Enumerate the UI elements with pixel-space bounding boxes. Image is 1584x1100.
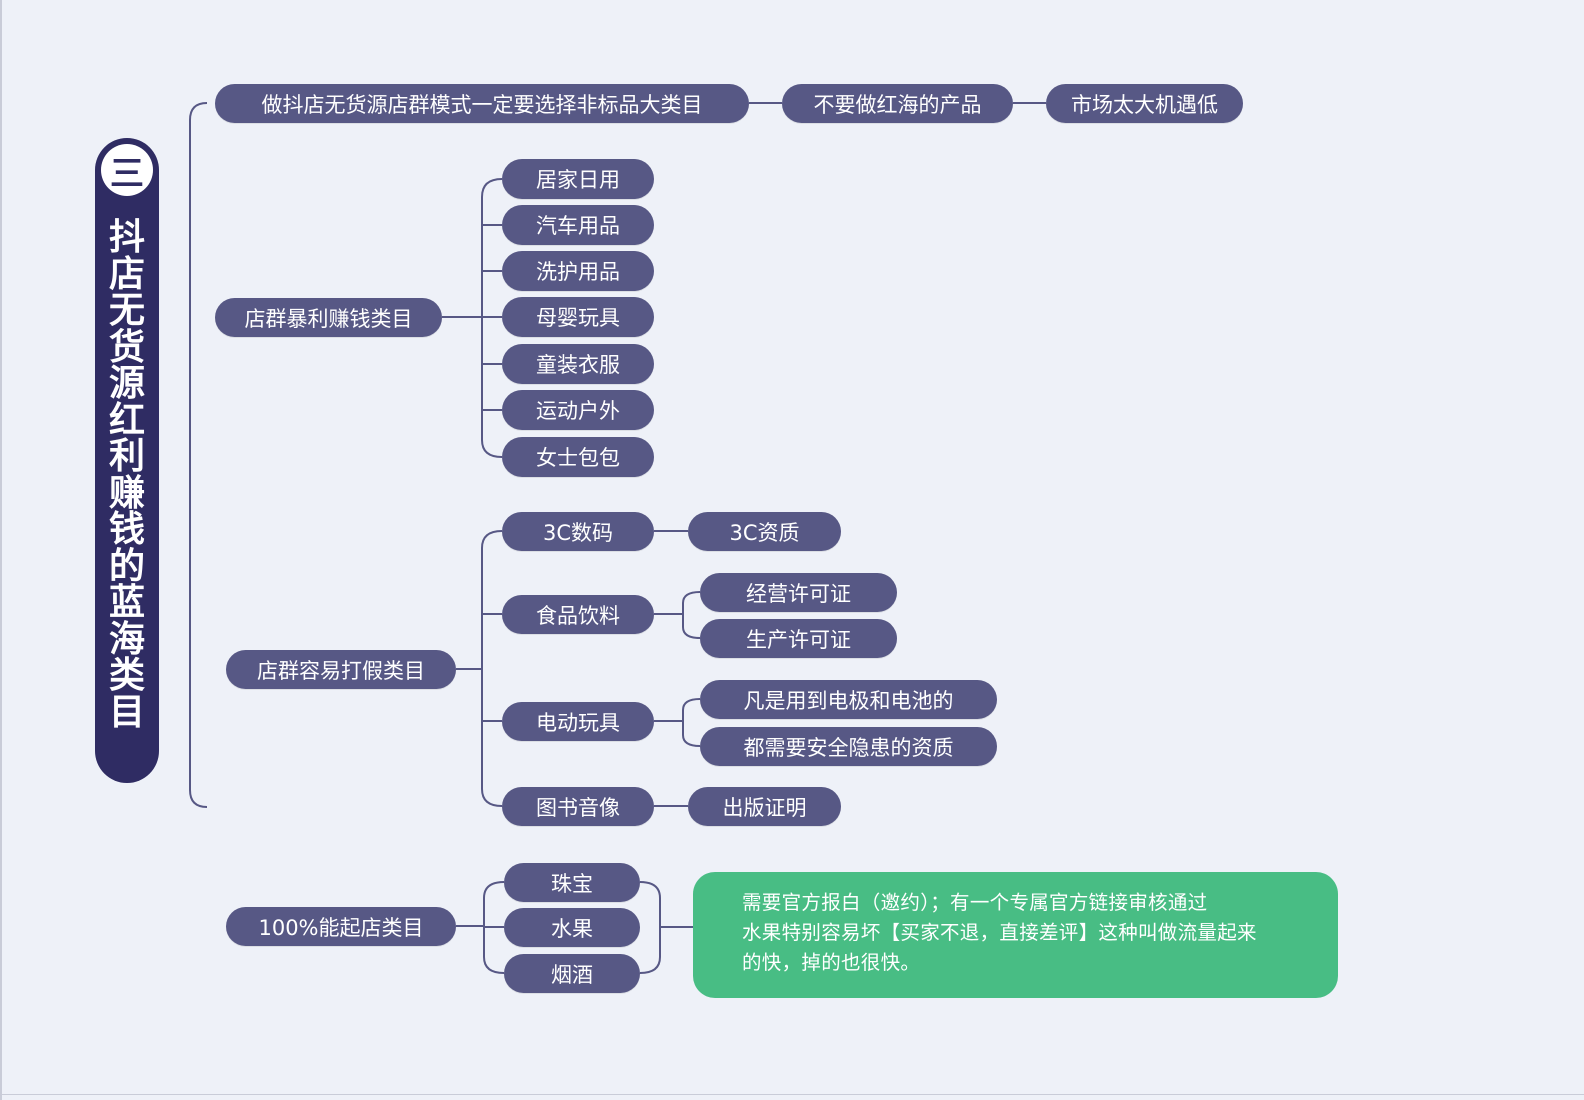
note-line-2: 水果特别容易坏【买家不退，直接差评】这种叫做流量起来 <box>742 921 1257 944</box>
sub-node-books-media: 图书音像 <box>502 787 654 826</box>
leaf-node-baby: 母婴玩具 <box>502 297 654 337</box>
leaf-node-handbags: 女士包包 <box>502 437 654 477</box>
leaf-node-tobacco-alcohol: 烟酒 <box>504 954 640 993</box>
leaf-node-fruit: 水果 <box>504 908 640 947</box>
branch-node-100-percent: 100%能起店类目 <box>226 907 456 946</box>
leaf-node-auto: 汽车用品 <box>502 205 654 245</box>
note-callout: 需要官方报白（邀约）；有一个专属官方链接审核通过 水果特别容易坏【买家不退，直接… <box>693 872 1338 998</box>
page-bottom-border <box>0 1094 1584 1095</box>
note-line-3: 的快，掉的也很快。 <box>742 951 921 974</box>
note-line-1: 需要官方报白（邀约）；有一个专属官方链接审核通过 <box>742 891 1208 914</box>
leaf-node-care: 洗护用品 <box>502 251 654 291</box>
leaf-node-red-ocean: 不要做红海的产品 <box>782 84 1013 123</box>
leaf-node-production-license: 生产许可证 <box>700 619 897 658</box>
sub-node-food: 食品饮料 <box>502 595 654 634</box>
leaf-node-3c-cert: 3C资质 <box>688 512 841 551</box>
branch-node-anti-fake: 店群容易打假类目 <box>226 650 456 689</box>
leaf-node-business-license: 经营许可证 <box>700 573 897 612</box>
leaf-node-market-large: 市场太大机遇低 <box>1046 84 1243 123</box>
section-number-badge: 三 <box>101 144 153 196</box>
branch-node-nonstandard: 做抖店无货源店群模式一定要选择非标品大类目 <box>215 84 749 123</box>
root-title: 抖店无货源红利赚钱的蓝海类目 <box>109 217 146 733</box>
leaf-node-outdoor: 运动户外 <box>502 390 654 430</box>
sub-node-3c: 3C数码 <box>502 512 654 551</box>
leaf-node-kids-clothes: 童装衣服 <box>502 344 654 384</box>
leaf-node-battery: 凡是用到电极和电池的 <box>700 680 997 719</box>
page-left-border <box>0 0 2 1100</box>
leaf-node-home: 居家日用 <box>502 159 654 199</box>
leaf-node-safety-cert: 都需要安全隐患的资质 <box>700 727 997 766</box>
leaf-node-publish-cert: 出版证明 <box>688 787 841 826</box>
branch-node-profitable: 店群暴利赚钱类目 <box>215 298 442 337</box>
root-node: 三 抖店无货源红利赚钱的蓝海类目 <box>95 138 159 783</box>
sub-node-electric-toys: 电动玩具 <box>502 702 654 741</box>
leaf-node-jewelry: 珠宝 <box>504 863 640 902</box>
